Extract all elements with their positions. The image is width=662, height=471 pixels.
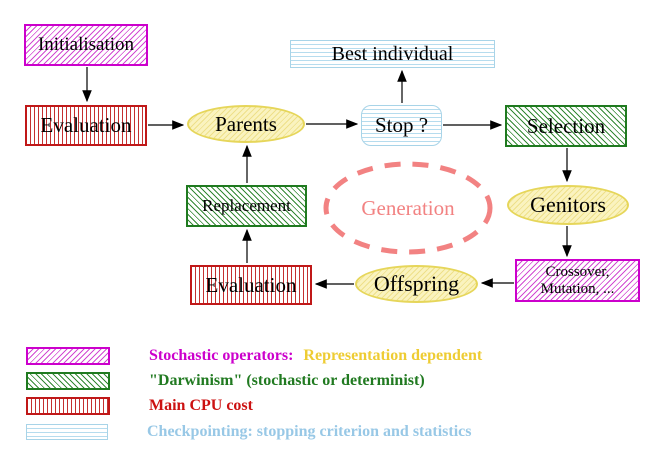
legend-swatch-red-stripes — [26, 397, 110, 415]
legend-row-darwinism: "Darwinism" (stochastic or determinist) — [26, 372, 425, 390]
legend-swatch-magenta-hatch — [26, 347, 110, 365]
node-evaluation-top: Evaluation — [25, 105, 147, 146]
node-evaluation-bottom: Evaluation — [190, 265, 312, 305]
node-selection: Selection — [505, 105, 627, 147]
generation-dashed-ellipse — [323, 161, 493, 255]
legend-text-stochastic-operators: Stochastic operators: — [149, 347, 294, 364]
node-crossover-mutation: Crossover, Mutation, ... — [515, 259, 640, 302]
legend-row-stochastic: Stochastic operators: Representation depe… — [26, 347, 482, 365]
node-initialisation: Initialisation — [24, 24, 148, 66]
legend-label-stochastic: Stochastic operators: Representation depe… — [149, 347, 482, 365]
crossover-line2: Mutation, ... — [540, 280, 615, 297]
legend-text-representation-dependent: Representation dependent — [303, 347, 483, 364]
legend-text-checkpointing: Checkpointing: stopping criterion and st… — [147, 423, 472, 440]
legend-text-cpu-cost: Main CPU cost — [149, 397, 253, 414]
node-stop: Stop ? — [361, 105, 442, 146]
node-replacement: Replacement — [186, 185, 307, 227]
node-offspring: Offspring — [355, 265, 478, 303]
node-genitors: Genitors — [507, 185, 629, 225]
legend-swatch-green-hatch — [26, 372, 110, 390]
legend-row-cpu-cost: Main CPU cost — [26, 397, 253, 415]
generation-label: Generation — [361, 196, 455, 220]
legend-swatch-cyan-stripes — [26, 424, 108, 440]
crossover-label: Crossover, Mutation, ... — [541, 264, 615, 298]
legend-text-darwinism: "Darwinism" (stochastic or determinist) — [149, 372, 425, 389]
crossover-line1: Crossover, — [545, 263, 610, 280]
legend-row-checkpointing: Checkpointing: stopping criterion and st… — [26, 423, 471, 441]
node-parents: Parents — [187, 105, 305, 143]
node-best-individual: Best individual — [290, 40, 495, 68]
